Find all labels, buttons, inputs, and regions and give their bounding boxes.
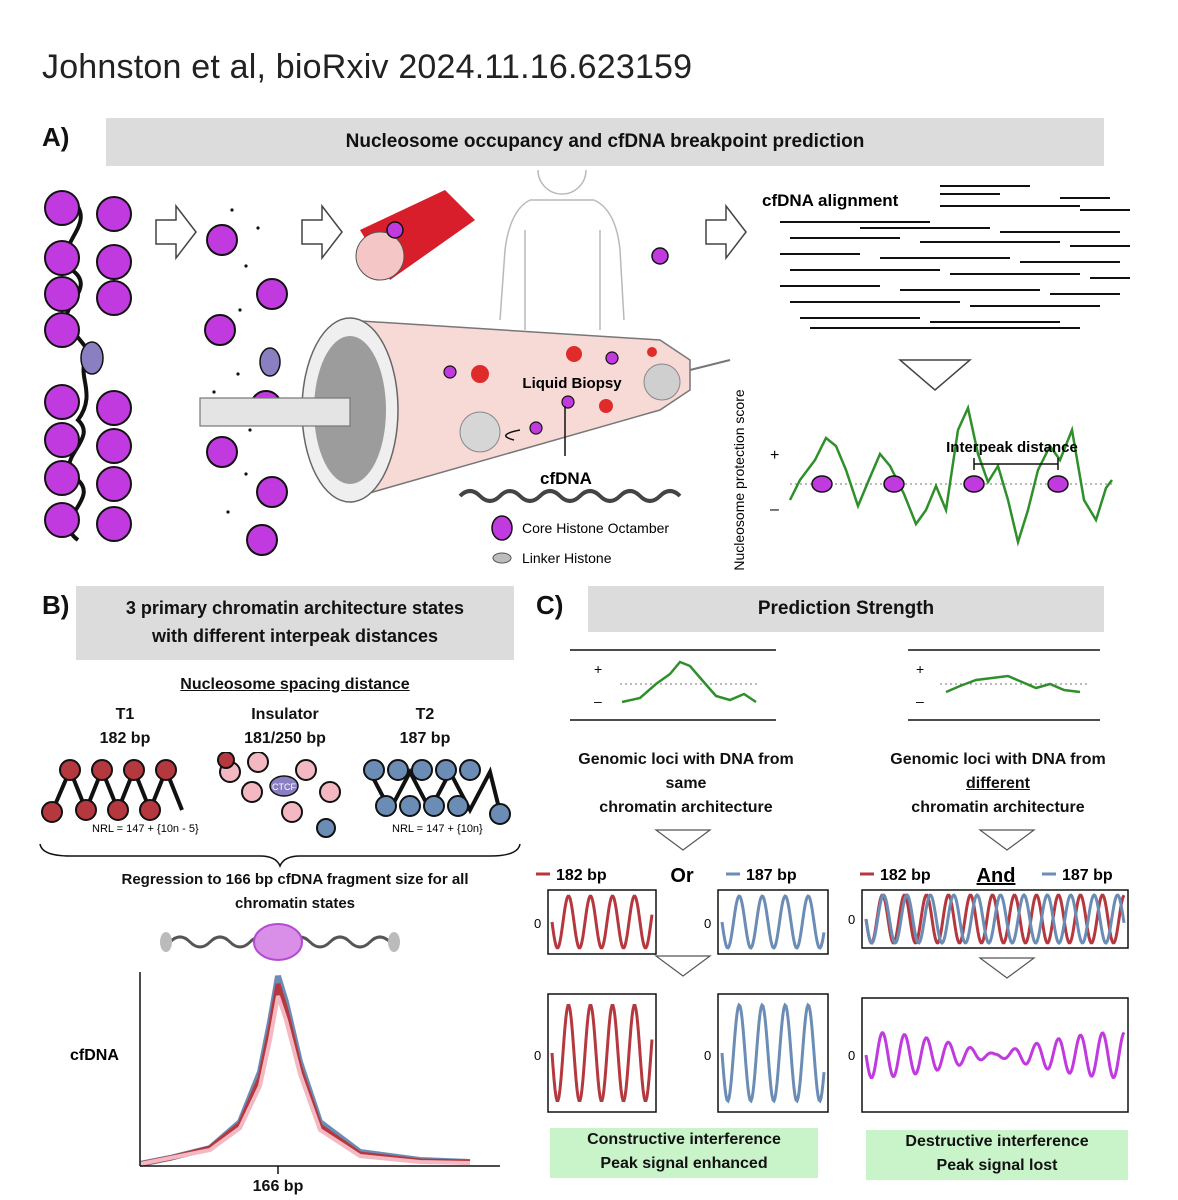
protection-score-trace <box>788 404 1113 547</box>
states-brace <box>39 843 521 869</box>
linker-histone-icon <box>492 552 512 564</box>
legend-187-left: 187 bp <box>746 867 797 884</box>
ctcf-label: CTCF <box>272 782 296 792</box>
wave-box-187: 0 <box>704 889 829 955</box>
regression-text: Regression to 166 bp cfDNA fragment size… <box>60 868 530 916</box>
panel-a-legend: Core Histone Octamber Linker Histone <box>491 515 669 566</box>
flow-arrows <box>155 203 973 391</box>
state-t1-name: T1 <box>115 706 135 723</box>
wave-box-combined: 0 <box>848 889 1129 949</box>
plot-x-label: 166 bp <box>252 1178 304 1195</box>
same-architecture-trace <box>621 660 757 704</box>
chromatin-states-diagram: CTCF NRL = 147 + {10n - 5} NRL = 147 + {… <box>39 752 521 869</box>
destructive-box: Destructive interference Peak signal los… <box>866 1130 1128 1180</box>
zero-182: 0 <box>534 916 541 931</box>
fragment-size-plot: cfDNA <box>70 923 500 1174</box>
wave-box-constructive-187: 0 <box>704 993 829 1113</box>
destructive-line1: Destructive interference <box>905 1133 1089 1150</box>
regression-line2: chromatin states <box>234 895 356 912</box>
left-description: Genomic loci with DNA from same chromati… <box>554 748 818 820</box>
right-desc-line1: Genomic loci with DNA from <box>890 751 1106 768</box>
legend-core-label: Core Histone Octamber <box>522 520 669 536</box>
core-histone-icon <box>491 515 513 541</box>
panel-a-illustration: Liquid Biopsy cfDNA Core Histone Octambe… <box>44 170 1130 571</box>
legend-linker-label: Linker Histone <box>522 550 612 566</box>
c-left-minus: – <box>594 693 602 709</box>
constructive-box: Constructive interference Peak signal en… <box>550 1128 818 1178</box>
constructive-line1: Constructive interference <box>587 1131 781 1148</box>
regression-line1: Regression to 166 bp cfDNA fragment size… <box>121 871 469 888</box>
nrl-right: NRL = 147 + {10n} <box>392 823 483 835</box>
state-insulator-size: 181/250 bp <box>244 730 326 747</box>
bound-nucleosome <box>160 923 400 961</box>
wave-box-constructive-182: 0 <box>534 993 657 1113</box>
dna-helix <box>458 489 682 503</box>
zero-combined: 0 <box>848 912 855 927</box>
or-label: Or <box>670 865 694 887</box>
left-desc-line1: Genomic loci with DNA from <box>578 751 794 768</box>
c-down-arrows <box>654 829 1036 979</box>
right-desc-line2: different <box>966 775 1030 792</box>
liquid-biopsy-syringe <box>199 317 731 503</box>
panel-b-title-line1: 3 primary chromatin architecture states <box>125 598 465 618</box>
wave-box-destructive: 0 <box>848 997 1129 1113</box>
plot-y-label: cfDNA <box>70 1047 119 1064</box>
interference-diagrams: 182 bp Or 187 bp 182 bp And 187 bp 0 0 0… <box>534 829 1129 1113</box>
state-t1-size: 182 bp <box>99 730 151 747</box>
t1-nucleosome-array <box>41 759 184 823</box>
spacing-header: Nucleosome spacing distance <box>180 676 410 693</box>
zero-constructive-182: 0 <box>534 1048 541 1063</box>
state-t2-name: T2 <box>415 706 435 723</box>
panel-c-title: Prediction Strength <box>588 586 1104 632</box>
blood-vessel <box>355 190 475 281</box>
score-plus: + <box>770 447 779 464</box>
trace-nucleosomes <box>811 475 1069 493</box>
liquid-biopsy-label: Liquid Biopsy <box>522 375 622 392</box>
left-desc-line2: same <box>665 775 707 792</box>
constructive-line2: Peak signal enhanced <box>600 1155 768 1172</box>
legend-182-left: 182 bp <box>556 867 607 884</box>
digested-nucleosomes <box>204 208 288 556</box>
left-desc-line3: chromatin architecture <box>599 799 773 816</box>
destructive-line2: Peak signal lost <box>936 1157 1058 1174</box>
c-right-minus: – <box>916 693 924 709</box>
interpeak-label: Interpeak distance <box>946 439 1078 456</box>
legend-182-right: 182 bp <box>880 867 931 884</box>
state-t2-size: 187 bp <box>399 730 451 747</box>
c-right-plus: + <box>916 661 924 677</box>
alignment-label: cfDNA alignment <box>762 191 899 210</box>
score-minus: – <box>770 501 779 518</box>
zero-constructive-187: 0 <box>704 1048 711 1063</box>
t2-nucleosome-array <box>363 759 511 825</box>
panel-a-title: Nucleosome occupancy and cfDNA breakpoin… <box>106 118 1104 166</box>
c-left-plus: + <box>594 661 602 677</box>
panel-b-title: 3 primary chromatin architecture states … <box>76 586 514 660</box>
state-insulator-name: Insulator <box>251 706 319 723</box>
fragment-curves <box>139 975 471 1167</box>
right-desc-line3: chromatin architecture <box>911 799 1085 816</box>
nrl-left: NRL = 147 + {10n - 5} <box>92 823 199 835</box>
insulator-array: CTCF <box>217 752 341 838</box>
different-architecture-trace <box>945 674 1081 694</box>
cfdna-label: cfDNA <box>540 469 592 488</box>
panel-c-letter: C) <box>536 590 564 620</box>
zero-destructive: 0 <box>848 1048 855 1063</box>
legend-187-right: 187 bp <box>1062 867 1113 884</box>
panel-a-letter: A) <box>42 122 70 152</box>
panel-b-letter: B) <box>42 590 70 620</box>
right-description: Genomic loci with DNA from different chr… <box>866 748 1130 820</box>
alignment-reads <box>780 185 1130 329</box>
panel-b-title-line2: with different interpeak distances <box>151 626 439 646</box>
score-axis-label: Nucleosome protection score <box>731 389 747 571</box>
interpeak-bracket <box>973 458 1059 470</box>
and-label: And <box>977 865 1016 887</box>
citation: Johnston et al, bioRxiv 2024.11.16.62315… <box>42 48 693 86</box>
zero-187: 0 <box>704 916 711 931</box>
wave-box-182: 0 <box>534 889 657 955</box>
prediction-traces: + – + – <box>570 649 1100 721</box>
human-body <box>499 170 625 330</box>
chromatin-fiber <box>44 190 132 542</box>
